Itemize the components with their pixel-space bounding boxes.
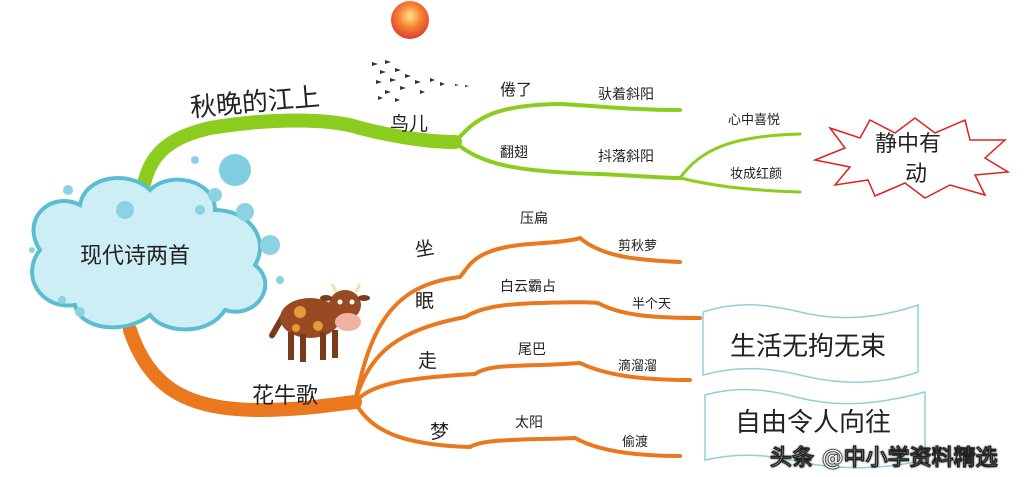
branch-object: 尾巴 [518, 342, 546, 358]
branch-detail: 滴溜溜 [618, 359, 658, 374]
sun-icon [391, 1, 429, 39]
green-branches [133, 101, 802, 232]
poem1-theme: 静中有 动 [875, 130, 941, 190]
theme-banner-1 [702, 303, 919, 383]
central-topic: 现代诗两首 [80, 244, 191, 269]
branch-verb: 走 [418, 350, 438, 372]
theme-line: 动 [905, 162, 928, 187]
birds-flock-icon [372, 60, 469, 102]
leaf-text: 心中喜悦 [728, 113, 781, 128]
branch-detail: 抖落斜阳 [598, 149, 654, 165]
orange-branches [123, 235, 702, 458]
poem2-theme-1: 生活无拘无束 [730, 332, 887, 362]
branch-verb: 坐 [413, 236, 436, 262]
poem2-theme-2: 自由令人向往 [735, 408, 892, 438]
branch-detail: 半个天 [632, 297, 672, 312]
branch-verb: 眠 [415, 290, 435, 312]
branch-verb: 翻翅 [500, 145, 528, 161]
branch-detail: 驮着斜阳 [598, 87, 654, 103]
leaf-text: 妆成红颜 [730, 167, 783, 182]
branch-verb: 梦 [430, 421, 450, 443]
poem1-subject: 鸟儿 [390, 113, 429, 135]
branch-verb: 倦了 [500, 80, 533, 99]
branch-object: 压扁 [520, 211, 548, 227]
branch-object: 太阳 [515, 415, 543, 431]
watermark: 头条 @中小学资料精选 [770, 446, 998, 471]
branch-detail: 剪秋萝 [618, 239, 658, 254]
branch-detail: 偷渡 [622, 435, 649, 450]
branch-object: 白云霸占 [500, 279, 556, 295]
theme-starburst [812, 117, 1011, 199]
theme-banner-2 [704, 388, 926, 469]
cow-illustration [269, 283, 370, 362]
theme-line: 静中有 [875, 132, 942, 157]
poem2-title: 花牛歌 [252, 384, 319, 409]
central-cloud [29, 154, 284, 332]
